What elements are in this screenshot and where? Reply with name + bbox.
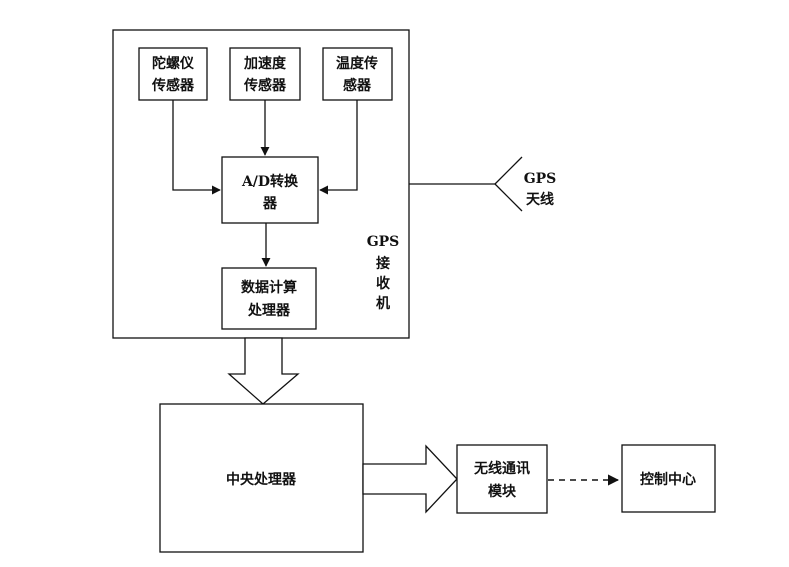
central-processor-box <box>159 403 364 553</box>
ad-converter-label-2: 器 <box>262 196 278 212</box>
gps-antenna-label-2: 天线 <box>526 191 554 208</box>
temp-sensor-label-2: 感器 <box>343 77 372 94</box>
data-processor-label-1: 数据计算 <box>241 279 297 296</box>
control-center-box <box>621 444 716 513</box>
ad-converter-label-1: A/D转换 <box>241 173 299 190</box>
gps-receiver-label-3: 收 <box>376 275 391 292</box>
gyro-to-ad-arrow <box>172 100 221 195</box>
temp-sensor-label-1: 温度传 <box>336 55 378 72</box>
gps-receiver-label-4: 机 <box>376 295 390 312</box>
gps-receiver-label-2: 接 <box>376 255 390 272</box>
data-processor-box <box>221 267 317 330</box>
wireless-module-label-1: 无线通讯 <box>473 460 530 477</box>
gps-antenna-icon <box>409 156 523 212</box>
receiver-to-cpu-hollow-arrow <box>227 337 300 405</box>
accel-sensor-label-1: 加速度 <box>243 55 287 72</box>
gyro-sensor-label-2: 传感器 <box>151 77 195 94</box>
gyro-sensor-box <box>138 47 208 101</box>
wireless-module-box <box>456 444 548 514</box>
temp-to-ad-arrow <box>319 100 358 195</box>
temp-sensor-box <box>322 47 393 101</box>
gps-antenna-label-1: GPS <box>524 171 557 187</box>
central-processor-label: 中央处理器 <box>226 471 297 488</box>
control-center-label: 控制中心 <box>640 471 696 488</box>
data-processor-label-2: 处理器 <box>247 302 291 319</box>
ad-converter-box <box>221 156 319 224</box>
gps-receiver-label-1: GPS <box>367 234 400 250</box>
gyro-sensor-label-1: 陀螺仪 <box>152 55 195 72</box>
cpu-to-wireless-hollow-arrow <box>362 444 458 514</box>
wireless-module-label-2: 模块 <box>488 483 517 500</box>
accel-sensor-label-2: 传感器 <box>243 77 287 94</box>
